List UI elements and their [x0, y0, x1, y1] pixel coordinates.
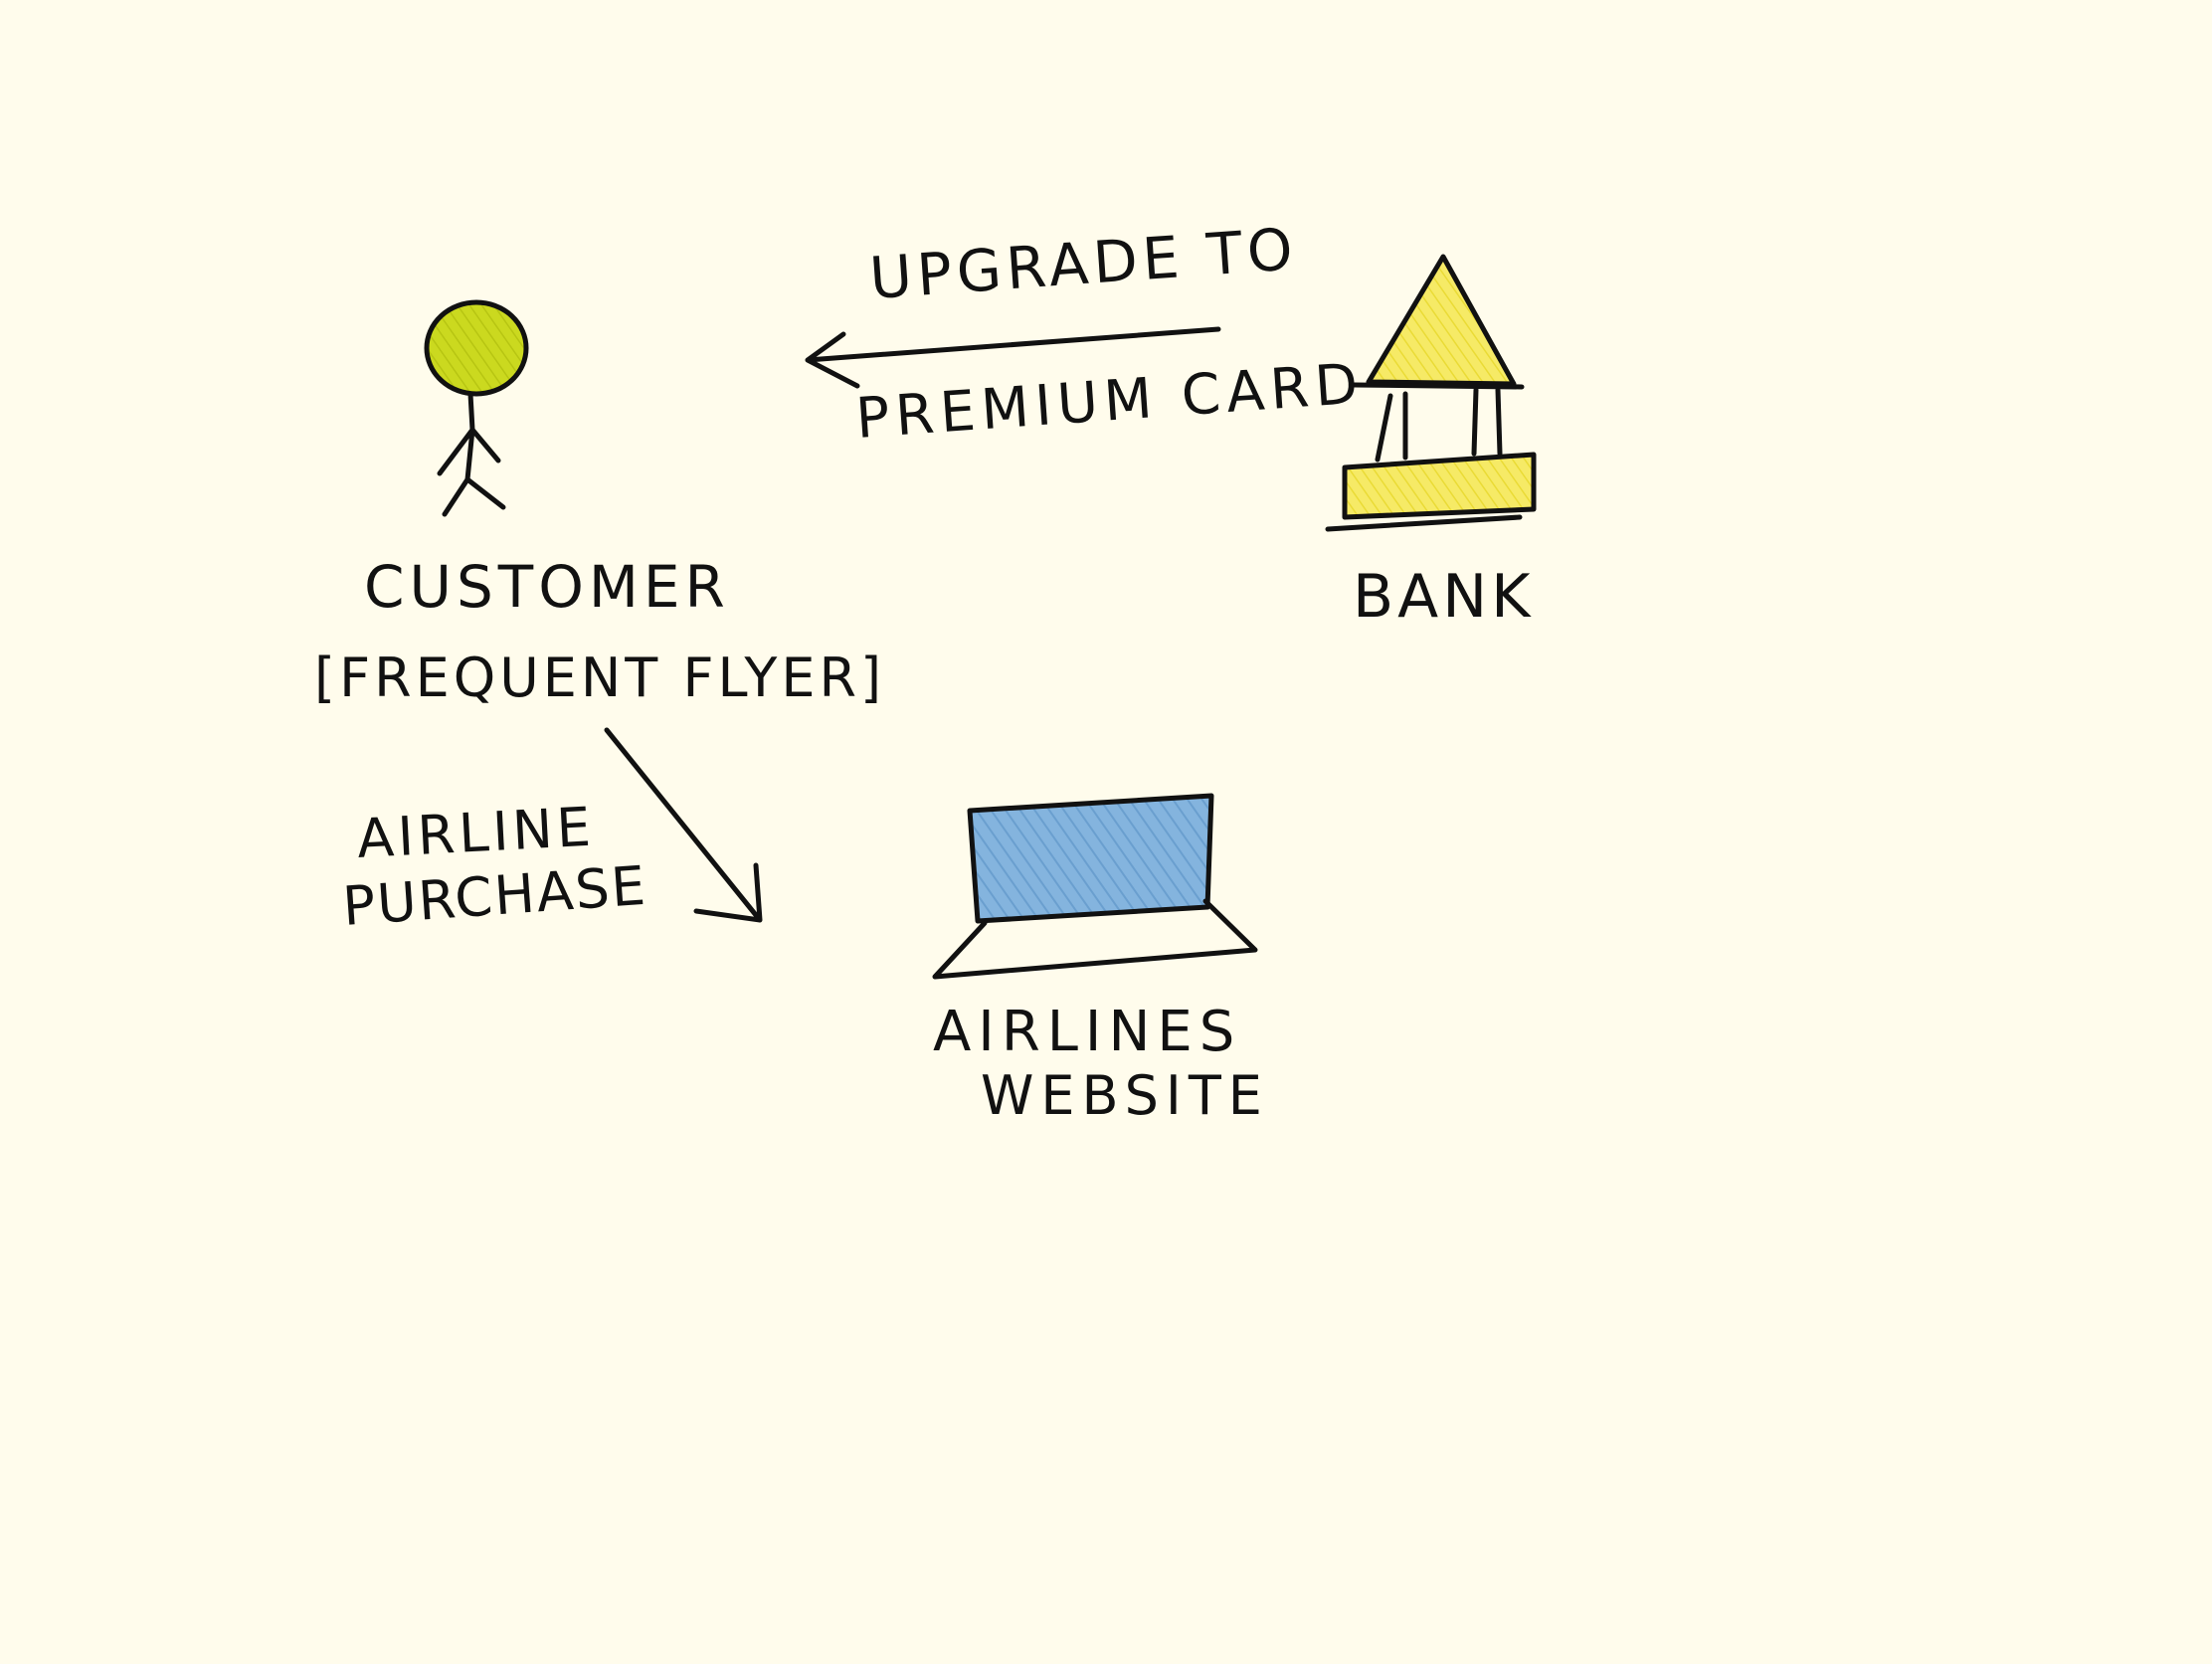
stick-figure-icon — [424, 299, 529, 517]
bank-node: BANK — [1325, 254, 1537, 632]
customer-node: CUSTOMER [FREQUENT FLYER] — [314, 299, 885, 709]
edge-bank-to-customer-label-line1: UPGRADE TO — [867, 215, 1300, 312]
arrow-down-right-icon — [604, 727, 763, 923]
bank-columns — [1375, 387, 1503, 462]
website-label-line2: WEBSITE — [981, 1064, 1269, 1127]
laptop-base — [932, 898, 1258, 980]
edge-customer-to-website: AIRLINE PURCHASE — [341, 727, 763, 938]
website-node: AIRLINES WEBSITE — [932, 793, 1269, 1127]
laptop-icon — [932, 793, 1258, 980]
bank-base — [1342, 452, 1537, 520]
bank-label: BANK — [1353, 562, 1534, 632]
arrow-left-icon — [805, 326, 1221, 389]
edge-bank-to-customer: UPGRADE TO PREMIUM CARD — [805, 215, 1366, 452]
customer-label-line2: [FREQUENT FLYER] — [314, 647, 885, 709]
website-label-line1: AIRLINES — [933, 1000, 1241, 1064]
laptop-screen — [967, 793, 1214, 924]
bank-ground — [1325, 514, 1523, 532]
bank-roof — [1366, 254, 1517, 387]
bank-building-icon — [1325, 254, 1537, 532]
customer-body — [437, 391, 506, 517]
customer-label-line1: CUSTOMER — [364, 553, 730, 621]
edge-customer-to-website-label-line1: AIRLINE — [355, 796, 596, 870]
customer-head — [424, 299, 529, 397]
bank-eave — [1352, 382, 1525, 390]
edge-bank-to-customer-label-line2: PREMIUM CARD — [853, 351, 1366, 452]
